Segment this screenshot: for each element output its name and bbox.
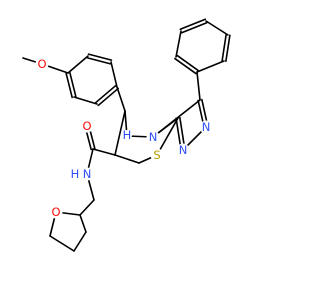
bond-line xyxy=(196,71,201,101)
bond-line xyxy=(116,86,126,112)
atom-label: H xyxy=(71,167,80,181)
atom-background xyxy=(80,167,94,181)
bond-line xyxy=(79,199,95,216)
bond-line xyxy=(79,214,87,233)
atom-label: N xyxy=(149,130,158,144)
atom-s-ring: S xyxy=(150,148,164,162)
bond-line xyxy=(114,154,140,164)
atom-background xyxy=(150,148,164,162)
atom-label: N xyxy=(202,120,211,134)
bond-line xyxy=(87,53,113,61)
atom-o-methoxy: O xyxy=(35,57,49,71)
atom-o-thf: O xyxy=(49,205,63,219)
bond-line xyxy=(73,231,87,252)
bond-line xyxy=(225,34,231,63)
bond-line xyxy=(97,87,120,107)
atom-label: H xyxy=(123,128,132,142)
atom-label: O xyxy=(51,205,60,219)
atom-n-triazole-b: N xyxy=(176,143,190,157)
atom-n-ring: N xyxy=(146,130,160,144)
atom-nh-amide: H xyxy=(70,167,80,181)
atom-background xyxy=(49,205,63,219)
atom-background xyxy=(146,130,160,144)
bond-line xyxy=(86,57,112,65)
atom-label: N xyxy=(83,167,92,181)
atom-label: O xyxy=(37,57,46,71)
atom-background xyxy=(70,169,80,179)
bond-line xyxy=(221,33,227,62)
atom-background xyxy=(122,130,132,140)
bond-line xyxy=(196,60,225,73)
bond-line xyxy=(49,235,75,252)
bond-line xyxy=(67,55,89,74)
bond-line xyxy=(110,61,118,88)
bond-line xyxy=(174,57,197,75)
bond-line xyxy=(156,117,179,156)
bond-line xyxy=(69,71,77,98)
atom-label: O xyxy=(82,119,91,133)
bond-line xyxy=(205,20,229,36)
atom-nh-ring: H xyxy=(122,128,132,142)
atom-background xyxy=(80,119,94,133)
bond-line xyxy=(176,54,199,72)
bond-line xyxy=(114,110,126,156)
bond-line xyxy=(180,21,208,34)
atom-background xyxy=(35,57,49,71)
bond-line xyxy=(175,30,182,58)
atom-label: N xyxy=(179,143,188,157)
bond-line xyxy=(73,96,98,105)
atom-o-carbonyl: O xyxy=(80,119,94,133)
bond-line xyxy=(65,72,73,99)
atom-n-amide: N xyxy=(80,167,94,181)
atom-background xyxy=(176,143,190,157)
bond-line xyxy=(94,84,117,104)
bond-line xyxy=(179,18,207,31)
atom-label: S xyxy=(153,148,160,162)
atom-background xyxy=(199,120,213,134)
atom-n-triazole-a: N xyxy=(199,120,213,134)
bond-line xyxy=(92,148,116,156)
